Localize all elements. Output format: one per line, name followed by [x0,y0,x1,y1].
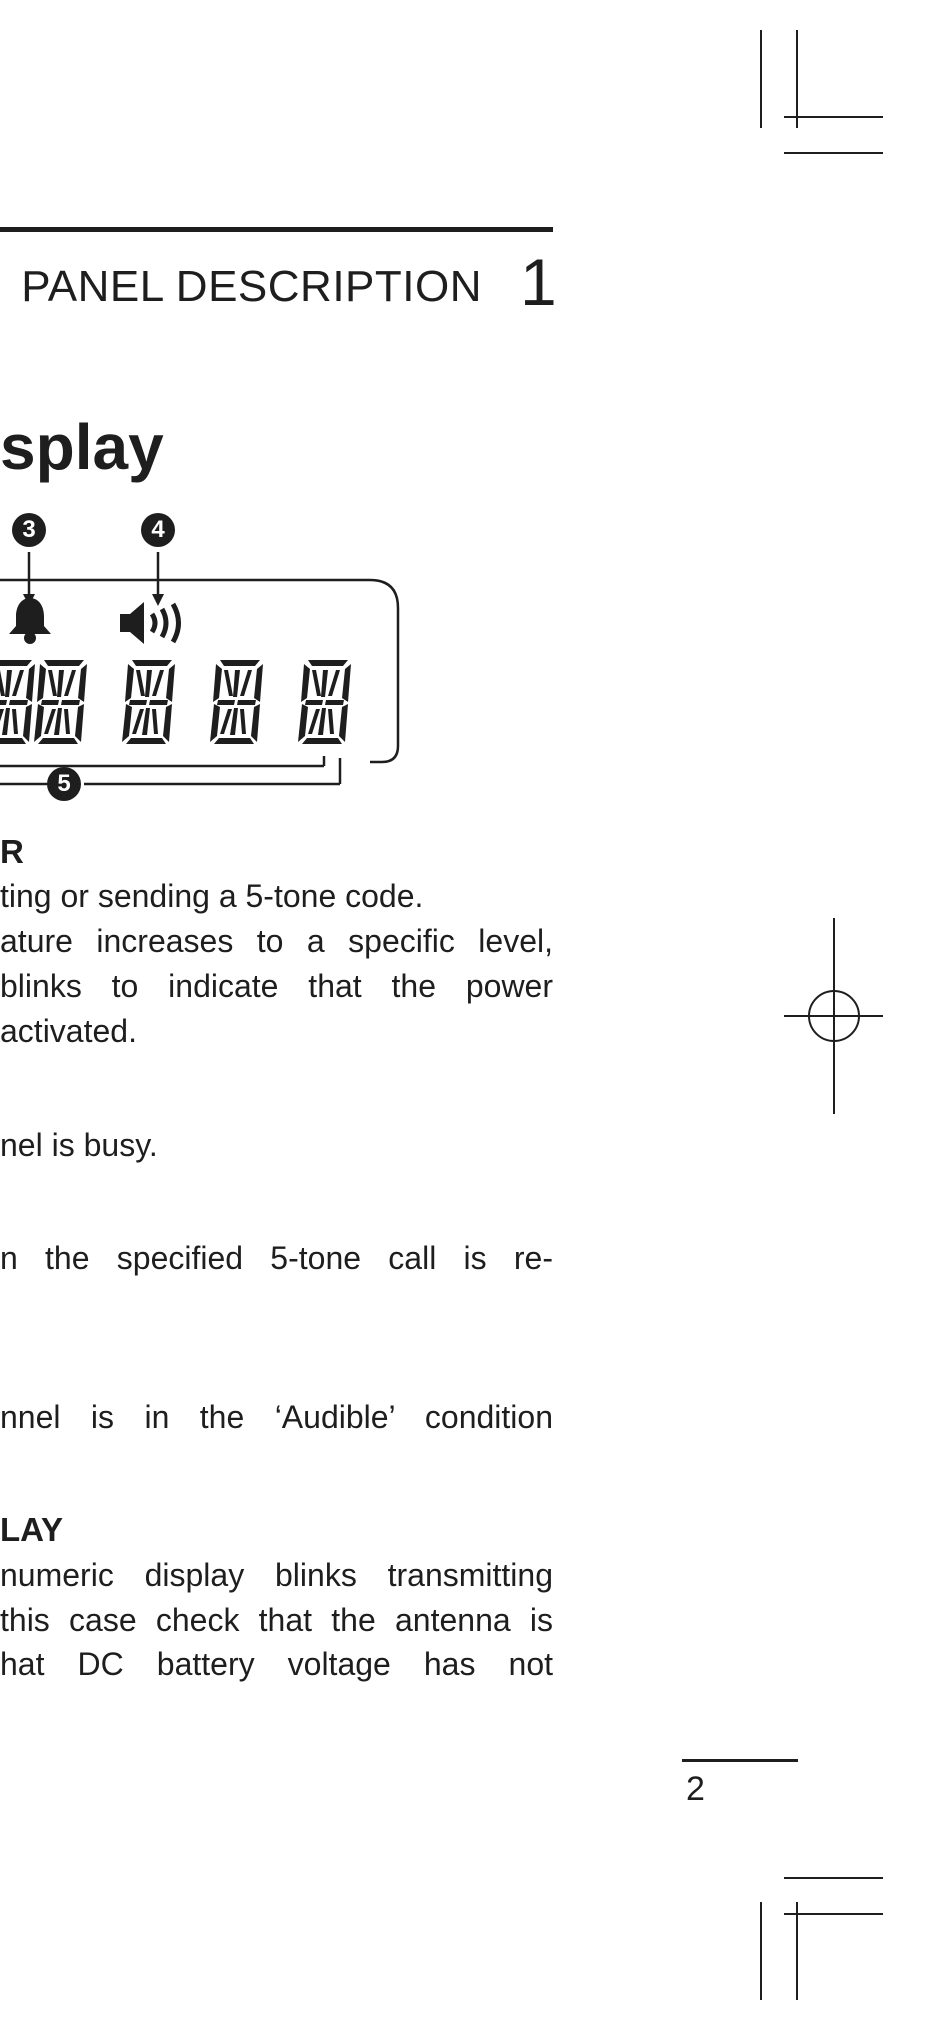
segment-digits [0,658,380,748]
section-number: 1 [520,245,557,319]
crop-mark-bottom-horizontal-2 [784,1913,883,1915]
callout-4: 4 [141,513,175,547]
page-heading: splay [0,411,164,483]
callout-5: 5 [47,767,81,801]
item-1-heading: R [0,833,24,870]
callout-3: 3 [12,513,46,547]
header-rule [0,227,553,232]
lcd-diagram-svg [0,552,400,786]
segment-digits-svg [0,660,351,744]
section-title: PANEL DESCRIPTION [21,262,482,311]
crop-mark-bottom-vertical-2 [796,1902,798,2000]
item-5-heading: LAY [0,1511,63,1548]
segment-digit-3 [122,660,175,744]
item-5-line-1: numeric display blinks transmitting [0,1557,553,1593]
crop-mark-top-horizontal-2 [784,152,883,154]
item-1-line-3: blinks to indicate that the power [0,968,553,1004]
item-5-line-3: hat DC battery voltage has not [0,1646,553,1682]
crop-mark-top-vertical-1 [760,30,762,128]
registration-mark-circle [808,990,860,1042]
segment-digit-2 [34,660,87,744]
page-number: 2 [686,1770,705,1808]
item-1-line-1: ting or sending a 5-tone code. [0,878,424,914]
speaker-icon [118,600,198,646]
page-number-rule [682,1759,798,1762]
item-4-line-1: nnel is in the ‘Audible’ condition [0,1399,553,1435]
bell-icon [4,594,56,646]
crop-mark-bottom-vertical-1 [760,1902,762,2000]
crop-mark-top-horizontal-1 [784,116,883,118]
segment-digit [0,660,35,744]
crop-mark-bottom-horizontal-1 [784,1877,883,1879]
item-3-line-1: n the specified 5-tone call is re- [0,1240,553,1276]
item-5-line-2: this case check that the antenna is [0,1602,553,1638]
item-1-line-4: activated. [0,1013,137,1049]
crop-mark-top-vertical-2 [796,30,798,128]
item-2-line-1: nel is busy. [0,1127,158,1163]
item-1-line-2: ature increases to a specific level, [0,923,553,959]
lcd-diagram [0,510,410,810]
segment-digit-5 [298,660,351,744]
segment-digit-4 [210,660,263,744]
